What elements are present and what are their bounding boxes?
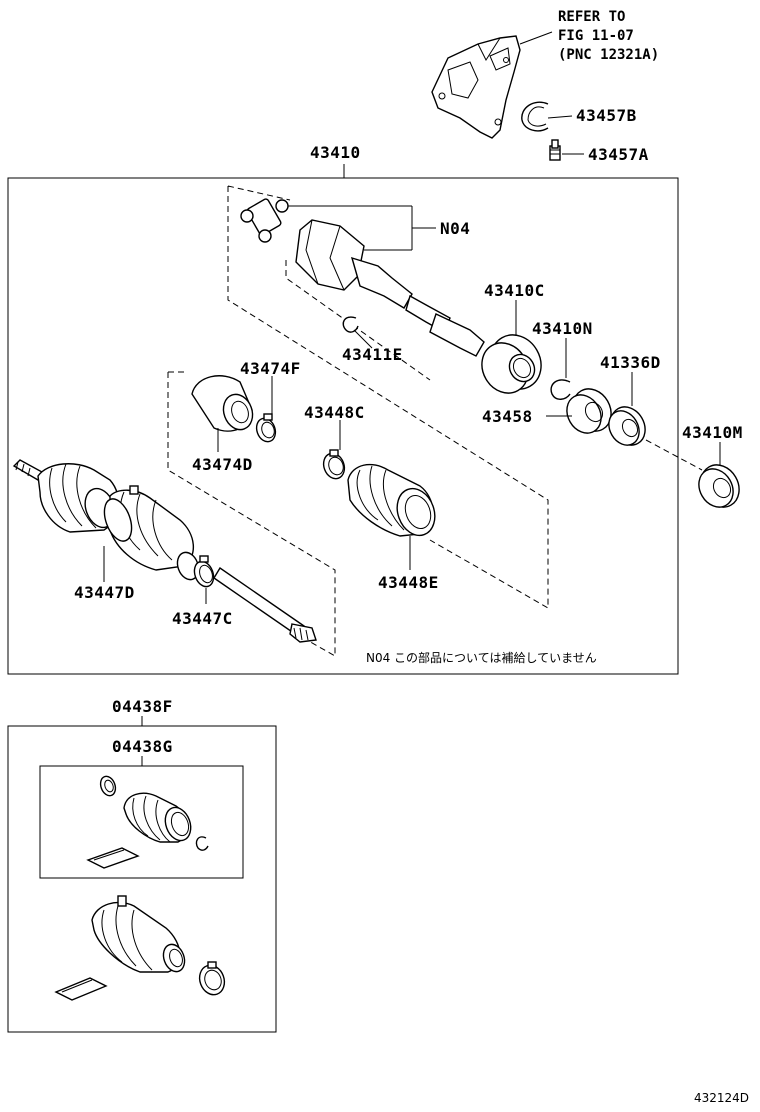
label-N04: N04 [440,219,470,238]
figure-id: 432124D [694,1091,749,1105]
inner-joint-housing-N04[interactable] [295,219,485,357]
boot-43474D[interactable] [191,375,257,434]
label-43474F: 43474F [240,359,301,378]
kit-04438G-clip[interactable] [195,836,209,851]
label-43410C: 43410C [484,281,545,300]
kit-box-04438G [39,765,244,879]
clamp-43448C[interactable] [320,449,348,482]
kit-04438F-grease-pack[interactable] [54,977,108,1001]
label-43410M: 43410M [682,423,743,442]
kit-04438G-clamp-small[interactable] [98,774,118,798]
outer-cv-joint-43447D[interactable] [12,459,202,583]
label-43447D: 43447D [74,583,135,602]
label-43458: 43458 [482,407,533,426]
label-43448E: 43448E [378,573,439,592]
label-04438F: 04438F [112,697,173,716]
bolt-43457A[interactable] [549,139,561,161]
clamp-43474F[interactable] [253,413,278,444]
kit-04438F-clamp[interactable] [196,961,229,998]
snap-ring-43457B[interactable] [521,101,549,132]
circlip-43411E[interactable] [342,316,359,333]
bracket-reference-part[interactable] [431,35,521,139]
drive-shaft[interactable] [213,566,317,643]
bearing-43410C[interactable] [473,326,551,402]
kit-box-04438F [7,725,277,1033]
label-43410N: 43410N [532,319,593,338]
clamp-43447C[interactable] [191,555,217,589]
label-43448C: 43448C [304,403,365,422]
refer-text-line2: FIG 11-07 [558,28,634,44]
bearing-43458[interactable] [560,382,618,439]
label-43411E: 43411E [342,345,403,364]
assembly-box-43410 [7,177,679,675]
kit-04438G-boot[interactable] [123,792,195,844]
refer-text-line1: REFER TO [558,9,625,25]
snap-ring-43410N[interactable] [550,379,571,400]
label-41336D: 41336D [600,353,661,372]
boot-43448E[interactable] [347,463,441,541]
note-N04: N04 この部品については補給していません [366,650,597,665]
seal-43410M[interactable] [692,458,746,514]
kit-04438F-boot[interactable] [91,895,188,975]
refer-text-line3: (PNC 12321A) [558,47,659,63]
kit-04438G-grease-pack[interactable] [86,847,140,869]
tripod-spider-N04[interactable] [240,198,289,243]
label-04438G: 04438G [112,737,173,756]
label-43457B: 43457B [576,106,637,125]
label-43457A: 43457A [588,145,649,164]
label-43410: 43410 [310,143,361,162]
label-43474D: 43474D [192,455,253,474]
seal-41336D[interactable] [603,401,652,452]
label-43447C: 43447C [172,609,233,628]
